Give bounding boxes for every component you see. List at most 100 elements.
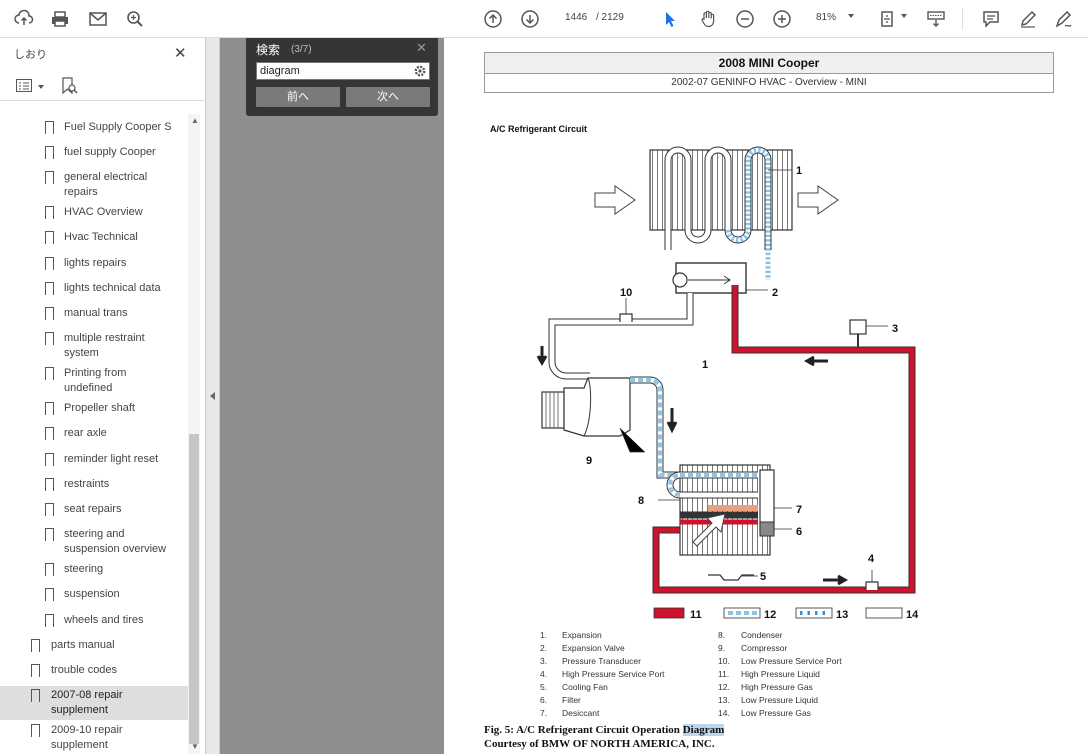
- bookmark-item[interactable]: Fuel Supply Cooper S: [0, 120, 188, 138]
- find-previous-button[interactable]: 前へ: [256, 87, 340, 107]
- page-fit-dropdown-icon[interactable]: [901, 14, 907, 18]
- bookmark-tools: [0, 71, 206, 101]
- callout-number: 7: [796, 504, 802, 516]
- zoom-out-icon[interactable]: [733, 7, 757, 31]
- bookmark-tree: Fuel Supply Cooper S fuel supply Cooper …: [0, 114, 188, 754]
- swatch-label: 11: [690, 609, 702, 621]
- scroll-down-icon[interactable]: ▼: [191, 742, 199, 751]
- bookmark-label: 2007-08 repair supplement: [51, 689, 123, 716]
- legend-text: Pressure Transducer: [562, 656, 641, 666]
- bookmark-label: fuel supply Cooper: [64, 146, 156, 158]
- bookmark-item[interactable]: trouble codes: [0, 663, 188, 681]
- bookmark-item-selected[interactable]: 2007-08 repair supplement: [0, 686, 188, 720]
- page-number-input[interactable]: 1446: [565, 12, 588, 23]
- bookmark-item[interactable]: HVAC Overview: [0, 205, 188, 223]
- bookmark-item[interactable]: general electrical repairs: [0, 170, 188, 202]
- bookmark-scrollbar[interactable]: ▲ ▼: [188, 114, 200, 754]
- sign-icon[interactable]: [1052, 7, 1076, 31]
- bookmark-options-icon[interactable]: [16, 79, 32, 92]
- next-page-icon[interactable]: [518, 7, 542, 31]
- find-input[interactable]: [256, 62, 430, 80]
- bookmark-item[interactable]: lights technical data: [0, 281, 188, 299]
- figure-caption: Fig. 5: A/C Refrigerant Circuit Operatio…: [484, 724, 725, 736]
- close-icon[interactable]: ✕: [174, 45, 187, 62]
- bookmark-icon: [45, 563, 54, 576]
- swatch-label: 14: [906, 609, 919, 621]
- bookmark-icon: [45, 453, 54, 466]
- bookmark-item[interactable]: Propeller shaft: [0, 401, 188, 419]
- bookmark-icon: [45, 307, 54, 320]
- bookmark-item[interactable]: 2009-10 repair supplement: [0, 723, 188, 754]
- bookmark-item[interactable]: lights repairs: [0, 256, 188, 274]
- bookmark-icon: [31, 724, 40, 737]
- bookmark-label: steering: [64, 563, 104, 575]
- bookmark-item[interactable]: manual trans: [0, 306, 188, 324]
- find-bookmark-icon[interactable]: [60, 77, 78, 95]
- legend-text: Compressor: [741, 643, 788, 653]
- bookmark-item[interactable]: seat repairs: [0, 502, 188, 520]
- comment-icon[interactable]: [979, 7, 1003, 31]
- keyboard-scroll-icon[interactable]: [924, 7, 948, 31]
- bookmark-label: HVAC Overview: [64, 206, 143, 218]
- scroll-up-icon[interactable]: ▲: [191, 116, 199, 125]
- airflow-in-arrow-icon: [594, 185, 636, 215]
- bookmark-icon: [45, 402, 54, 415]
- cooling-fan: [708, 574, 754, 581]
- bookmark-item[interactable]: rear axle: [0, 426, 188, 444]
- upload-icon[interactable]: [12, 7, 36, 31]
- bookmarks-panel: しおり ✕ Fuel Supply Cooper S fuel supply C…: [0, 38, 206, 754]
- bookmark-item[interactable]: wheels and tires: [0, 613, 188, 631]
- legend-number: 9.: [718, 643, 726, 653]
- email-icon[interactable]: [86, 7, 110, 31]
- search-icon[interactable]: [123, 7, 147, 31]
- previous-page-icon[interactable]: [481, 7, 505, 31]
- legend-text: Filter: [562, 695, 581, 705]
- bookmark-icon: [31, 689, 40, 702]
- bookmark-item[interactable]: steering and suspension overview: [0, 527, 188, 559]
- legend-number: 10.: [718, 656, 730, 666]
- options-dropdown-icon[interactable]: [38, 85, 44, 89]
- bookmark-item[interactable]: Hvac Technical: [0, 230, 188, 248]
- pen-icon[interactable]: [1016, 7, 1040, 31]
- panel-collapse-handle[interactable]: [206, 38, 220, 754]
- zoom-in-icon[interactable]: [770, 7, 794, 31]
- bookmark-icon: [31, 639, 40, 652]
- find-next-button[interactable]: 次へ: [346, 87, 430, 107]
- page-fit-icon[interactable]: [876, 7, 900, 31]
- bookmark-label: 2009-10 repair supplement: [51, 724, 123, 751]
- bookmark-item[interactable]: multiple restraint system: [0, 331, 188, 363]
- bookmark-icon: [45, 332, 54, 345]
- bookmark-icon: [45, 588, 54, 601]
- airflow-out-arrow-icon: [797, 185, 839, 215]
- print-icon[interactable]: [48, 7, 72, 31]
- collapse-left-icon[interactable]: [210, 392, 215, 400]
- bookmark-item[interactable]: Printing from undefined: [0, 366, 188, 398]
- bookmark-item[interactable]: suspension: [0, 587, 188, 605]
- bookmark-item[interactable]: fuel supply Cooper: [0, 145, 188, 163]
- scroll-thumb[interactable]: [189, 434, 199, 744]
- legend-text: High Pressure Service Port: [562, 669, 665, 679]
- bookmark-label: seat repairs: [64, 503, 122, 515]
- evaporator: [649, 146, 793, 280]
- bookmark-label: trouble codes: [51, 664, 118, 676]
- callout-number: 5: [760, 571, 766, 583]
- bookmark-label: steering and suspension overview: [64, 528, 167, 555]
- zoom-dropdown-icon[interactable]: [848, 14, 854, 18]
- bookmark-item[interactable]: parts manual: [0, 638, 188, 656]
- hand-tool-icon[interactable]: [696, 7, 720, 31]
- pressure-transducer: [849, 319, 867, 335]
- legend-number: 1.: [540, 630, 548, 640]
- zoom-level[interactable]: 81%: [816, 12, 837, 23]
- figure-credit: Courtesy of BMW OF NORTH AMERICA, INC.: [484, 738, 715, 750]
- bookmark-item[interactable]: steering: [0, 562, 188, 580]
- select-cursor-icon[interactable]: [658, 7, 682, 31]
- bookmark-label: manual trans: [64, 307, 128, 319]
- bookmark-item[interactable]: reminder light reset: [0, 452, 188, 470]
- bookmark-item[interactable]: restraints: [0, 477, 188, 495]
- gear-icon[interactable]: [413, 64, 427, 78]
- close-icon[interactable]: ✕: [416, 40, 427, 55]
- search-highlight: Diagram: [682, 724, 725, 736]
- legend-number: 13.: [718, 695, 730, 705]
- bookmark-label: reminder light reset: [64, 453, 159, 465]
- compressor: [541, 377, 631, 437]
